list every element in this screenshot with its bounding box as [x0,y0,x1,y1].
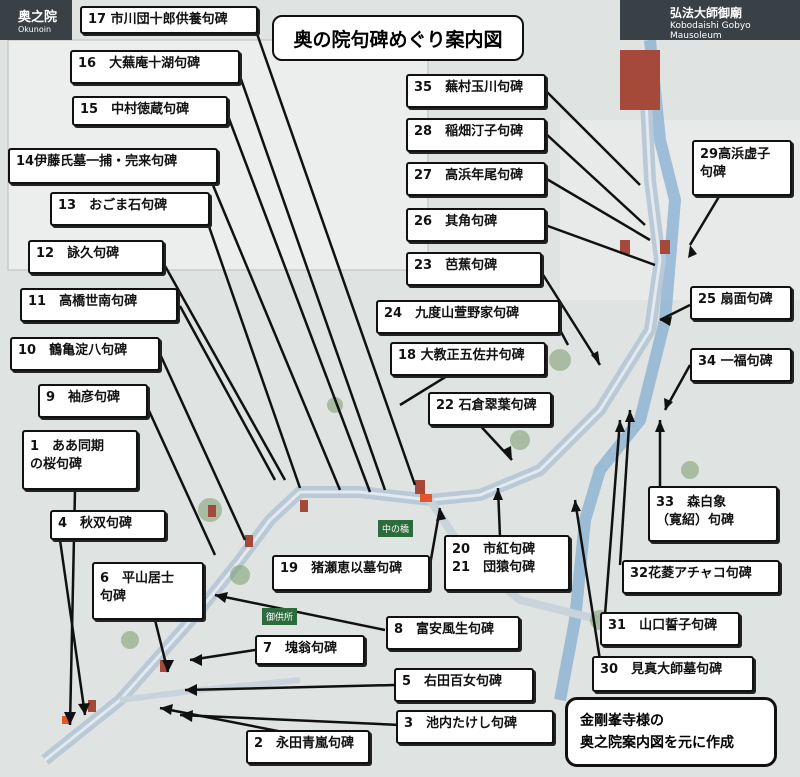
label-35: 35 蕪村玉川句碑 [406,74,546,108]
label-3: 3 池内たけし句碑 [396,710,554,744]
label-20-21: 20 市紅句碑 21 団猿句碑 [444,535,570,591]
gokusho-label: 御供所 [262,608,298,625]
label-29: 29高浜虚子 句碑 [692,140,792,196]
label-25: 25 扇面句碑 [690,286,792,320]
label-10: 10 鶴亀淀八句碑 [10,337,160,371]
label-26: 26 其角句碑 [406,208,546,242]
label-33: 33 森白象 （寛紹）句碑 [648,486,778,542]
map-title: 奥の院句碑めぐり案内図 [272,15,524,61]
label-32: 32花菱アチャコ句碑 [622,560,780,594]
okunoin-sign-jp: 奥之院 [18,10,58,25]
okunoin-sign: 奥之院 Okunoin [0,0,72,40]
mausoleum-en: Kobodaishi Gobyo Mausoleum [670,21,751,41]
label-11: 11 高橋世南句碑 [20,288,178,322]
label-16: 16 大蕪庵十湖句碑 [70,50,240,84]
label-27: 27 高浜年尾句碑 [406,162,546,196]
label-12: 12 詠久句碑 [28,240,164,274]
label-9: 9 袖彦句碑 [38,384,148,418]
label-28: 28 稲畑汀子句碑 [406,118,546,152]
label-1: 1 ああ同期 の桜句碑 [22,430,138,490]
label-22: 22 石倉翠葉句碑 [428,392,552,426]
label-19: 19 猪瀬恵以墓句碑 [272,555,430,591]
label-5: 5 右田百女句碑 [394,668,534,702]
mausoleum-sign: 弘法大師御廟 Kobodaishi Gobyo Mausoleum [620,0,800,41]
label-13: 13 おごま石句碑 [50,192,210,226]
okunoin-sign-en: Okunoin [18,25,52,34]
label-7: 7 塊翁句碑 [255,635,365,665]
label-15: 15 中村徳蔵句碑 [72,96,228,126]
label-14: 14伊藤氏墓一捕・完来句碑 [8,148,218,184]
label-18: 18 大教正五佐井句碑 [390,342,546,376]
label-8: 8 富安風生句碑 [386,616,520,650]
label-4: 4 秋双句碑 [50,510,166,540]
nakanohashi-label: 中の橋 [378,520,414,537]
mausoleum-jp: 弘法大師御廟 [670,6,743,20]
label-6: 6 平山居士 句碑 [92,562,204,620]
label-30: 30 見真大師墓句碑 [592,656,754,692]
label-34: 34 一福句碑 [690,348,792,382]
label-31: 31 山口誓子句碑 [600,612,740,646]
label-23: 23 芭蕉句碑 [406,252,542,286]
label-17: 17 市川団十郎供養句碑 [80,6,258,34]
source-note: 金剛峯寺様の 奥之院案内図を元に作成 [565,697,777,767]
label-24: 24 九度山萱野家句碑 [376,300,560,334]
label-2: 2 永田青嵐句碑 [246,730,370,764]
